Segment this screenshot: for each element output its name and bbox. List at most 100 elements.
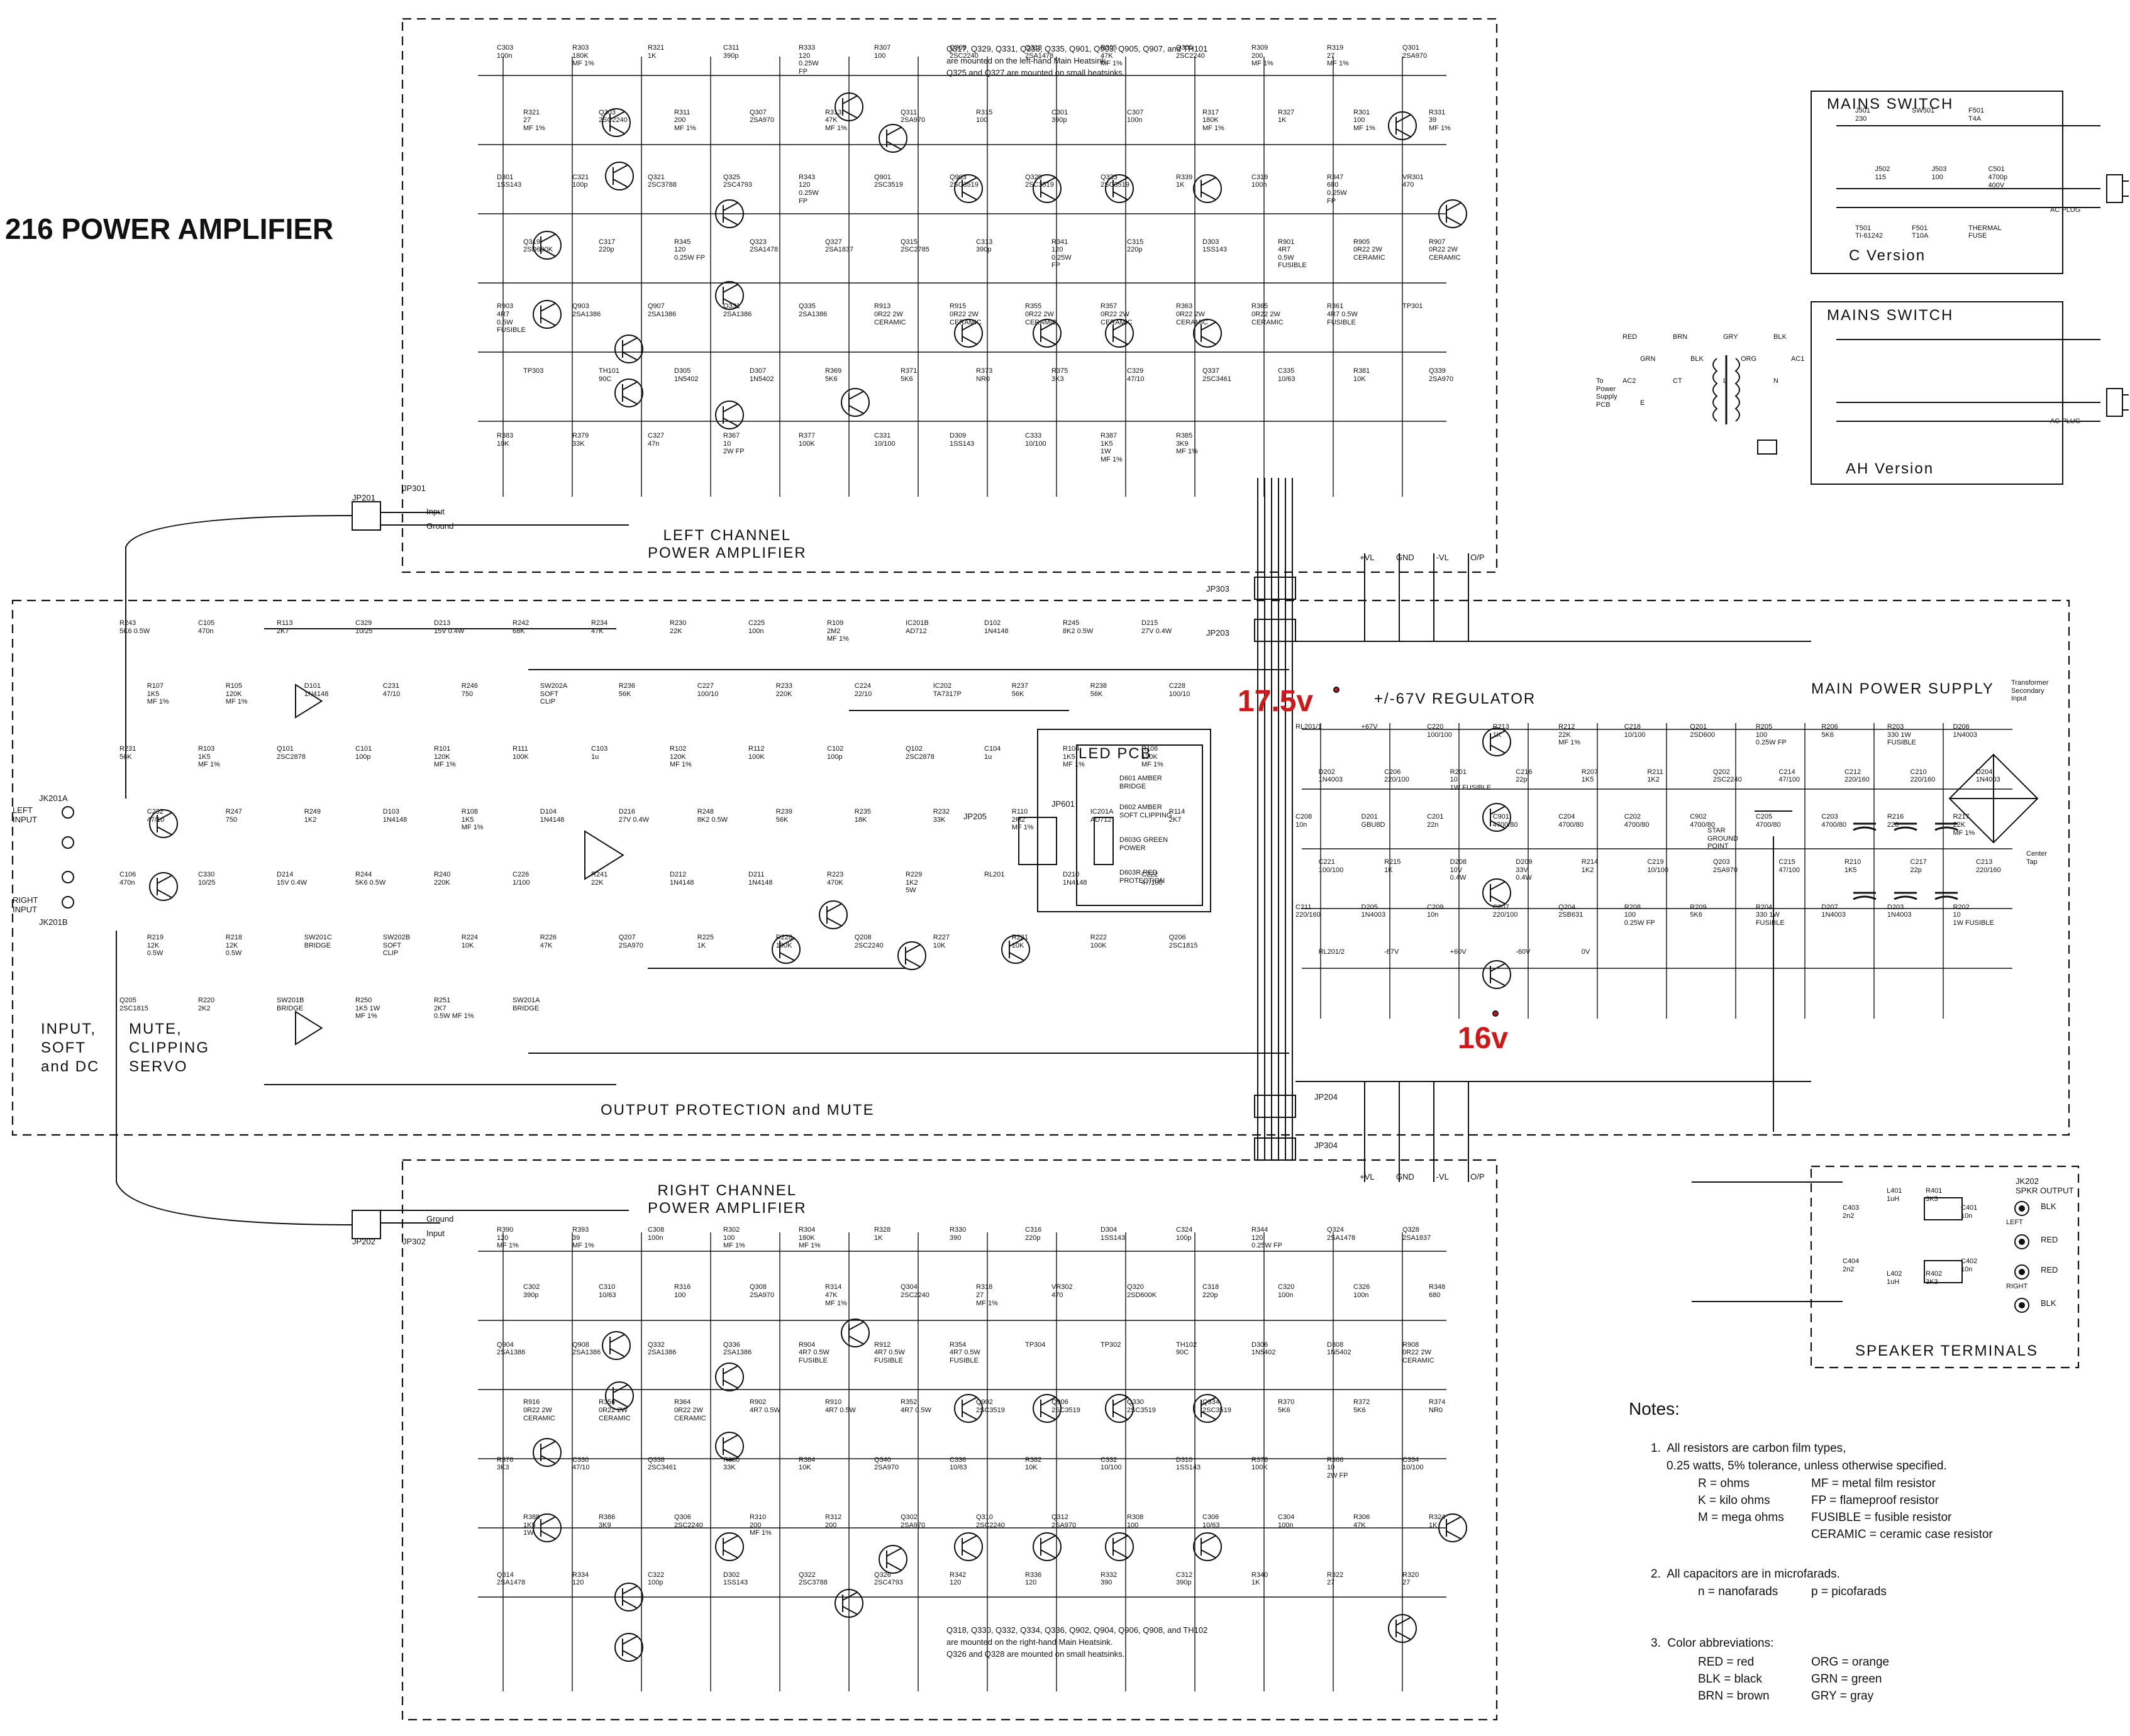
transistor-symbol [841, 388, 870, 417]
component-label: R915 0R22 2W CERAMIC [950, 302, 982, 326]
transistor-symbol [1201, 177, 1217, 186]
component-label: R302 100 MF 1% [723, 1226, 745, 1250]
component-label: C403 2n2 [1843, 1204, 1860, 1220]
transistor-symbol [723, 1434, 739, 1444]
opamp-ic201b [295, 683, 323, 719]
component-label: R311 200 MF 1% [674, 108, 696, 133]
note-2-def-left: n = nanofarads [1698, 1585, 1778, 1598]
jp201-label: JP201 [352, 493, 375, 502]
component-label: D305 1N5402 [674, 367, 699, 383]
transistor-symbol [842, 1606, 858, 1615]
component-label: C208 10n [1295, 813, 1312, 829]
component-label: R375 3K3 [1051, 367, 1068, 383]
component-label: L [1723, 377, 1728, 385]
component-label: R103 1K5 MF 1% [198, 745, 220, 769]
note-1-def-right: FP = flameproof resistor [1811, 1494, 1939, 1507]
input-jack [62, 836, 74, 849]
transistor-symbol [1388, 1614, 1417, 1643]
component-label: D308 1N5402 [1327, 1341, 1351, 1357]
component-label: R320 27 [1402, 1571, 1419, 1587]
note-2-title: 2. All capacitors are in microfarads. [1651, 1567, 1840, 1581]
speaker-terminal-icon [2014, 1264, 2029, 1280]
component-label: R324 1K [1429, 1513, 1446, 1529]
transistor-symbol [848, 1321, 865, 1330]
component-label: +60V [1450, 948, 1467, 956]
mains-switch-c-title: MAINS SWITCH [1827, 96, 1954, 113]
transistor-symbol [609, 111, 626, 120]
component-label: R240 220K [434, 871, 451, 887]
speaker-terminal-icon [2019, 1269, 2025, 1275]
transistor-symbol [826, 903, 843, 912]
component-label: C315 220p [1127, 238, 1144, 254]
component-label: R908 0R22 2W CERAMIC [1402, 1341, 1434, 1365]
transistor-symbol [715, 281, 744, 310]
note-3-def-left: BRN = brown [1698, 1689, 1770, 1703]
jk202-label: JK202 SPKR OUTPUT [2016, 1176, 2074, 1195]
component-label: R246 750 [461, 682, 479, 698]
transistor-symbol [886, 1547, 902, 1557]
transistor-symbol [1446, 1516, 1462, 1525]
transistor-symbol [905, 958, 921, 968]
transistor-symbol [1040, 1549, 1057, 1559]
left-input-pin-label: Input [426, 507, 445, 516]
component-label: Q325 2SC4793 [723, 173, 752, 189]
jp204-connector [1254, 1095, 1296, 1118]
component-label: D202 1N4003 [1318, 768, 1343, 784]
component-label: Q304 2SC2240 [901, 1283, 929, 1300]
transistor-symbol [1446, 202, 1462, 211]
jp202-connector [352, 1210, 381, 1239]
component-label: C214 47/100 [1778, 768, 1800, 784]
component-label: R206 5K6 [1821, 723, 1838, 739]
transistor-symbol [1395, 114, 1412, 123]
component-label: Q202 2SC2240 [1712, 768, 1742, 784]
component-label: R220 2K2 [198, 997, 215, 1012]
component-label: R208 100 0.25W FP [1624, 903, 1655, 927]
component-label: Q303 2SC2240 [599, 108, 628, 124]
transistor-symbol [1446, 216, 1462, 226]
component-label: R306 47K [1353, 1513, 1370, 1529]
component-label: R238 56K [1090, 682, 1107, 698]
component-label: C220 100/100 [1427, 723, 1452, 739]
component-label: R374 NR0 [1429, 1398, 1446, 1414]
jp203-connector [1254, 619, 1296, 642]
transistor-symbol [715, 401, 744, 429]
component-label: Q901 2SC3519 [874, 173, 903, 189]
component-label: R111 100K [513, 745, 529, 761]
component-label: C402 10n [1961, 1258, 1978, 1273]
component-label: TP303 [523, 367, 544, 375]
transistor-symbol [715, 1532, 744, 1561]
component-label: R201 10 1W FUSIBLE [1450, 768, 1492, 792]
component-label: -67V [1384, 948, 1399, 956]
jp204-label: JP204 [1314, 1092, 1338, 1102]
speaker-terminal-frame [1810, 1165, 2080, 1369]
component-label: Q903 2SC3519 [950, 173, 979, 189]
component-label: R401 3K3 [1926, 1187, 1943, 1203]
left-ground-pin-label: Ground [426, 521, 454, 531]
component-label: R251 2K7 0.5W MF 1% [434, 997, 474, 1020]
led-d602-label: D602 AMBER SOFT CLIPPING [1119, 804, 1172, 819]
component-label: R310 200 MF 1% [750, 1513, 772, 1537]
component-label: IC201B AD712 [906, 619, 929, 635]
component-label: C302 390p [523, 1283, 540, 1300]
transistor-symbol [962, 1411, 978, 1420]
transistor-symbol [540, 302, 557, 312]
component-label: R321 1K [648, 44, 665, 60]
component-label: CT [1673, 377, 1682, 385]
transistor-symbol [540, 1455, 557, 1464]
transistor-symbol [779, 952, 796, 961]
jp301-label: JP301 [402, 484, 426, 493]
component-label: R364 0R22 2W CERAMIC [674, 1398, 706, 1422]
mains-switch-ah-title: MAINS SWITCH [1827, 307, 1954, 324]
component-label: Q332 2SA1386 [648, 1341, 677, 1357]
component-label: C105 470n [198, 619, 215, 635]
component-label: SW201A BRIDGE [513, 997, 540, 1012]
component-label: Q102 2SC2878 [906, 745, 935, 761]
component-label: R339 1K [1176, 173, 1193, 189]
component-label: C206 220/100 [1384, 768, 1409, 784]
component-label: R237 56K [1011, 682, 1029, 698]
to-power-supply-label: To Power Supply PCB [1596, 377, 1617, 409]
component-label: R388 1K5 1W [523, 1513, 540, 1537]
component-label: C201 22n [1427, 813, 1444, 829]
component-label: R249 1K2 [304, 808, 321, 824]
component-label: L401 1uH [1887, 1187, 1902, 1203]
